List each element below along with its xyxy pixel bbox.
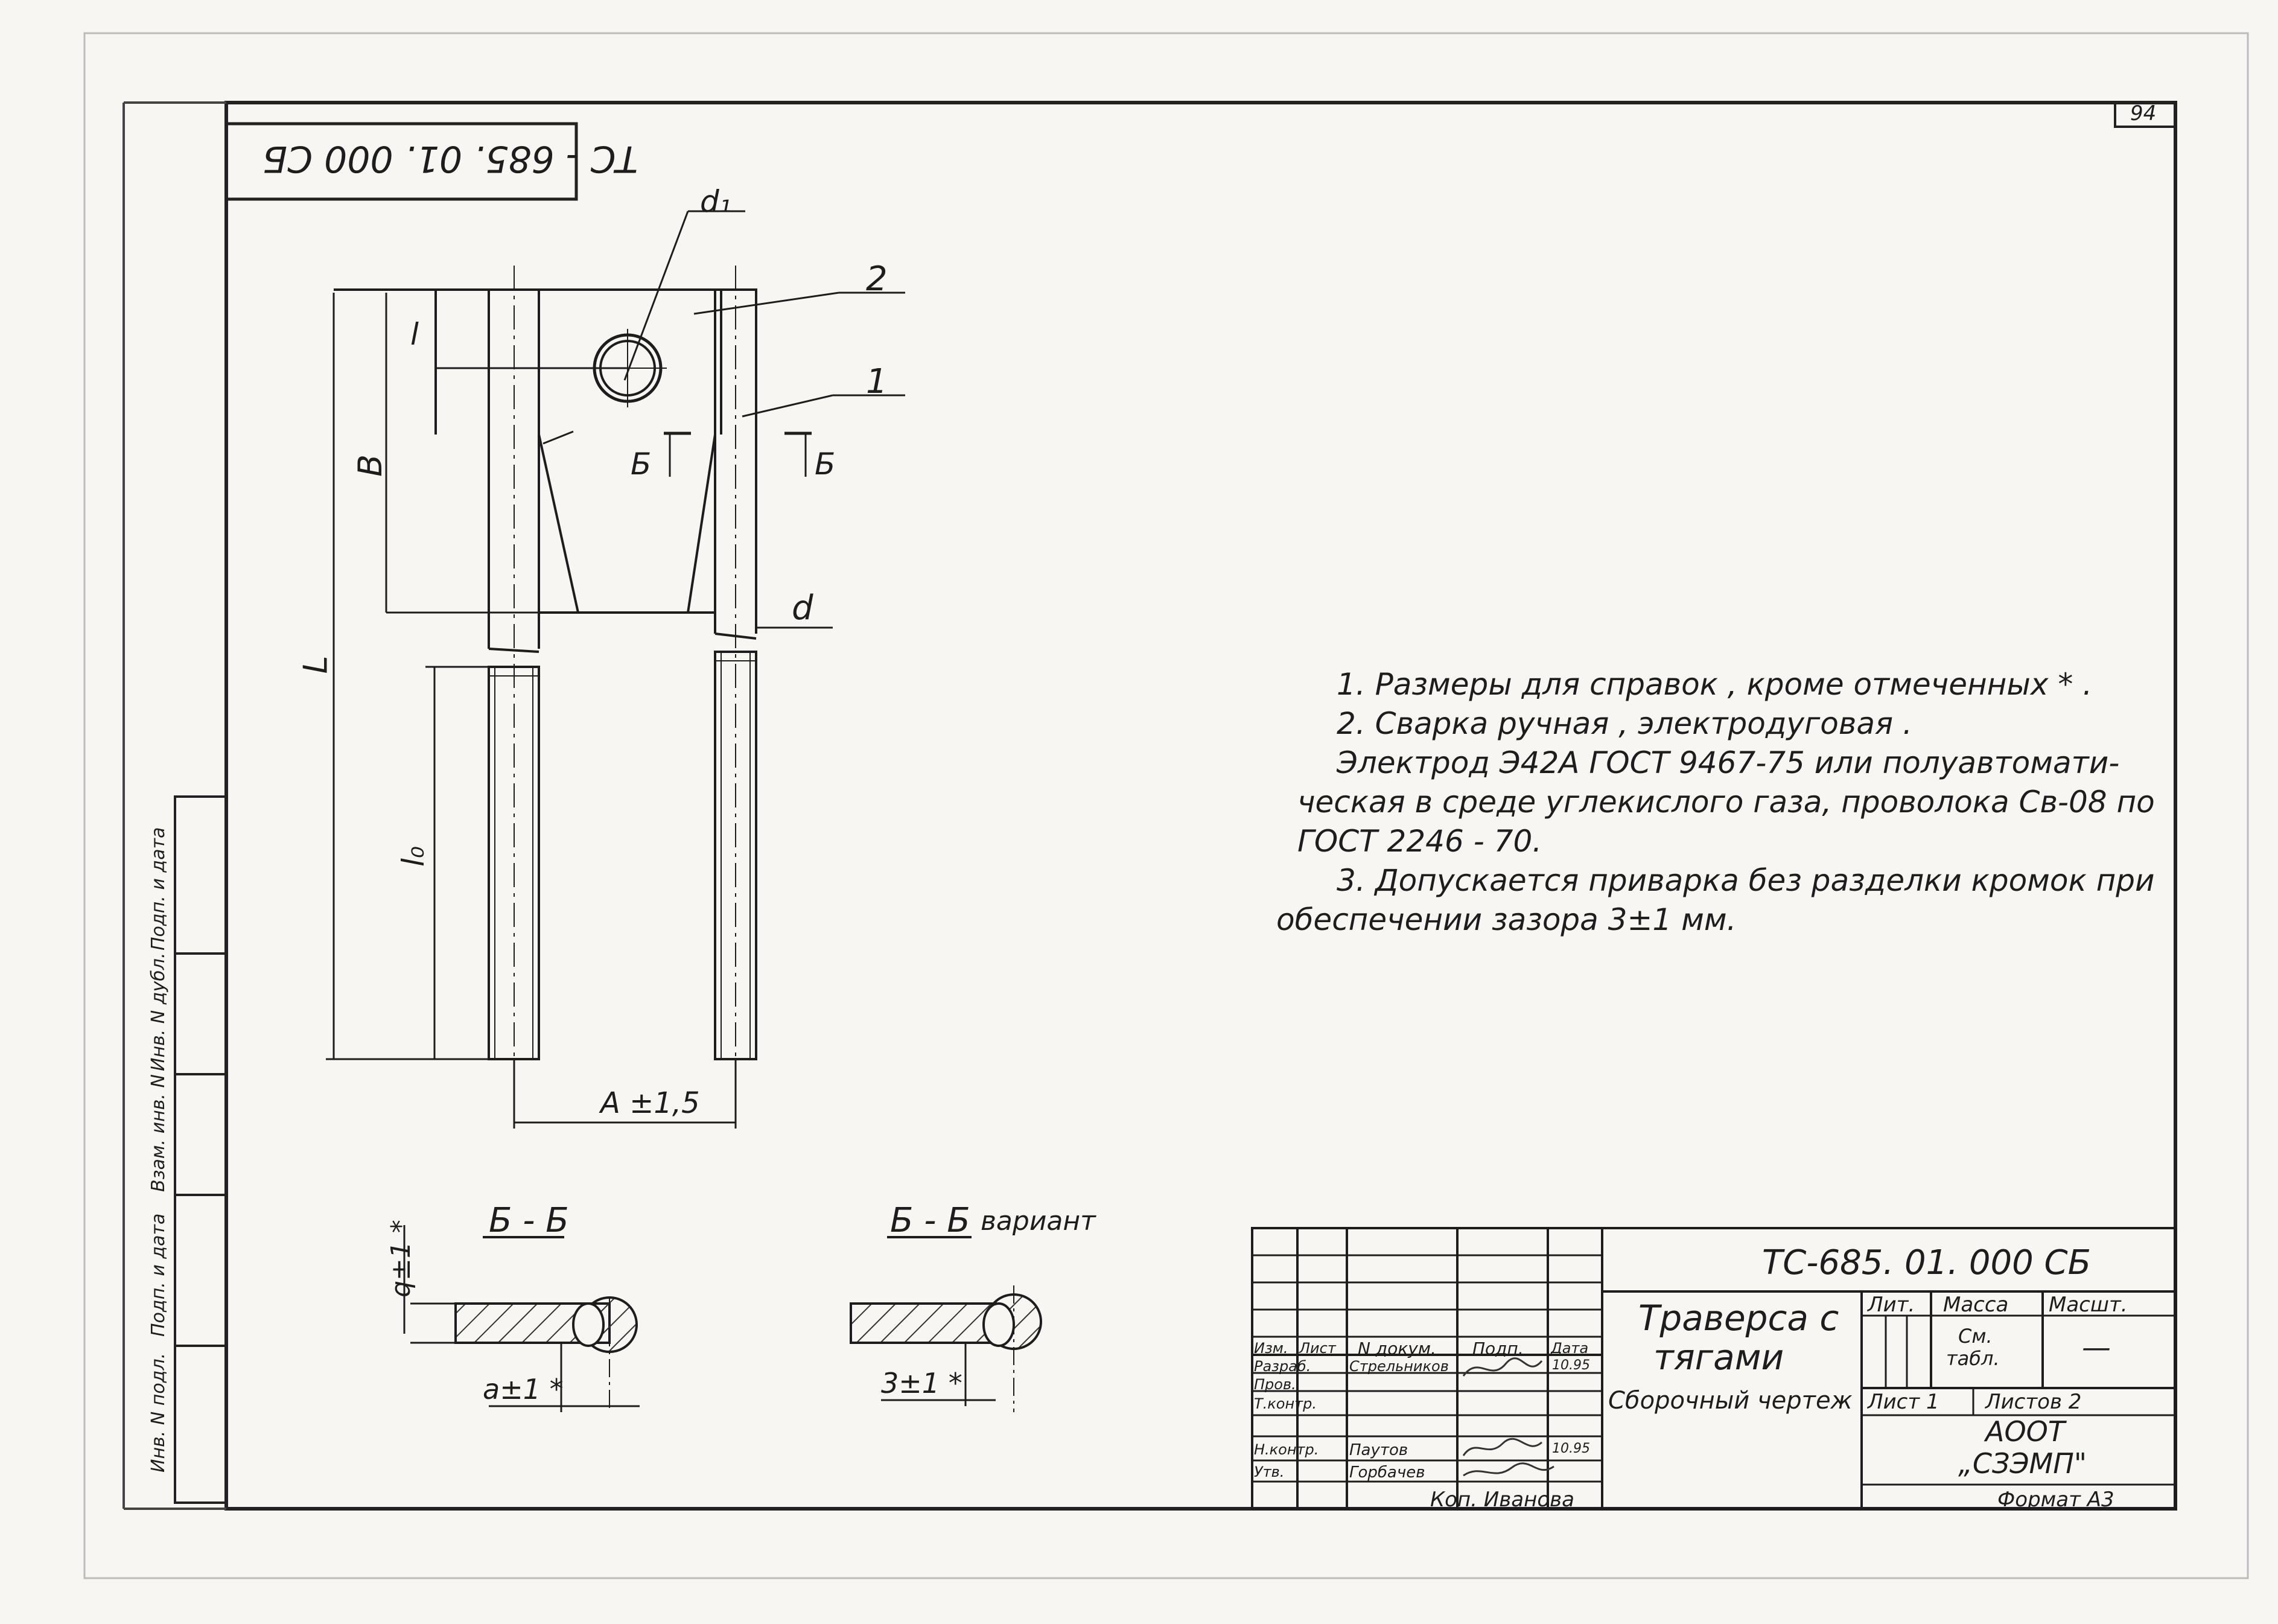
title-block-grid [1251,1227,2177,1510]
note-line: ГОСТ 2246 - 70. [1297,824,1542,859]
row-role: Разраб. [1254,1358,1311,1375]
sheets-label: Листов 2 [1985,1390,2082,1414]
side-stamp-label: Подп. и дата [148,1213,169,1337]
note-line: обеспечении зазора 3±1 мм. [1276,902,1737,937]
label-l: l [410,317,419,352]
section-left [403,1225,640,1412]
side-stamp-label: Взам. инв. N [148,1074,169,1192]
dimensions [326,210,905,1129]
assembly-view [334,266,757,1086]
sheet-number-box [2114,101,2177,128]
header-list: Лист [1299,1340,1336,1357]
sheet-label: Лист 1 [1868,1390,1939,1414]
label-d1: d₁ [700,184,731,219]
lit-header: Лит. [1868,1293,1915,1317]
section-left-dim-a: a±1 * [483,1373,564,1406]
label-B: В [351,454,390,477]
copy-label: Коп. Иванова [1430,1488,1574,1512]
title-block-code: ТС-685. 01. 000 СБ [1762,1243,2092,1282]
section-right-variant: вариант [981,1206,1096,1237]
section-mark-right: Б [815,447,836,482]
note-line: ческая в среде углекислого газа, проволо… [1297,785,2155,820]
organization-line1: АООТ [1985,1415,2065,1448]
note-line: 2. Сварка ручная , электродуговая . [1337,706,1912,741]
row-name: Паутов [1349,1441,1408,1459]
section-right-dim: 3±1 * [881,1367,962,1400]
label-A-dimension: А ±1,5 [600,1086,700,1120]
signature-stroke [1463,1462,1554,1477]
sheet-number: 94 [2130,101,2157,126]
note-line: Электрод Э42А ГОСТ 9467-75 или полуавтом… [1337,745,2120,780]
label-part-2: 2 [866,260,888,299]
masht-header: Масшт. [2049,1293,2128,1317]
organization-line2: „СЗЭМП" [1958,1447,2087,1480]
row-role: Н.контр. [1254,1441,1319,1458]
side-stamp-label: Инв. N подл. [148,1352,169,1473]
side-stamp-label: Инв. N дубл. [148,952,169,1072]
side-stamp [174,795,227,1504]
massa-header: Масса [1943,1293,2009,1317]
signature-stroke [1462,1357,1543,1377]
section-left-title: Б - Б [489,1201,569,1240]
masht-value: — [2082,1331,2111,1364]
label-d: d [792,588,813,628]
row-name: Стрельников [1349,1358,1449,1375]
section-left-dim-q: q±1 * [385,1220,416,1298]
row-role: Пров. [1254,1376,1296,1393]
header-podp: Подп. [1472,1339,1524,1358]
product-name-line2: тягами [1653,1337,1784,1378]
row-date: 10.95 [1552,1358,1590,1373]
row-role: Утв. [1254,1463,1285,1480]
massa-value: См. [1958,1325,1993,1348]
label-part-1: 1 [866,362,888,401]
side-stamp-label: Подп. и дата [148,827,169,951]
header-izm: Изм. [1254,1340,1288,1357]
section-mark-left: Б [631,447,652,482]
section-right-title: Б - Б [890,1201,970,1240]
row-date: 10.95 [1552,1441,1590,1456]
label-L: L [296,655,335,674]
signature-stroke [1462,1438,1542,1456]
row-name: Горбачев [1349,1463,1425,1482]
note-line: 3. Допускается приварка без разделки кро… [1337,863,2155,898]
format-label: Формат А3 [1997,1488,2114,1512]
note-line: 1. Размеры для справок , кроме отмеченны… [1337,667,2093,702]
massa-value: табл. [1946,1347,2000,1370]
section-right [850,1236,1042,1412]
rotated-code-box [224,122,578,201]
product-name-line1: Траверса с [1638,1298,1839,1339]
document-type: Сборочный чертеж [1608,1387,1853,1415]
rotated-document-code: ТС - 685. 01. 000 СБ [262,138,638,180]
header-data: Дата [1551,1340,1589,1357]
header-ndoc: N докум. [1358,1339,1436,1358]
label-l0: l₀ [395,846,431,867]
row-role: Т.контр. [1254,1395,1317,1412]
outer-sheet-edge [83,32,2249,1579]
